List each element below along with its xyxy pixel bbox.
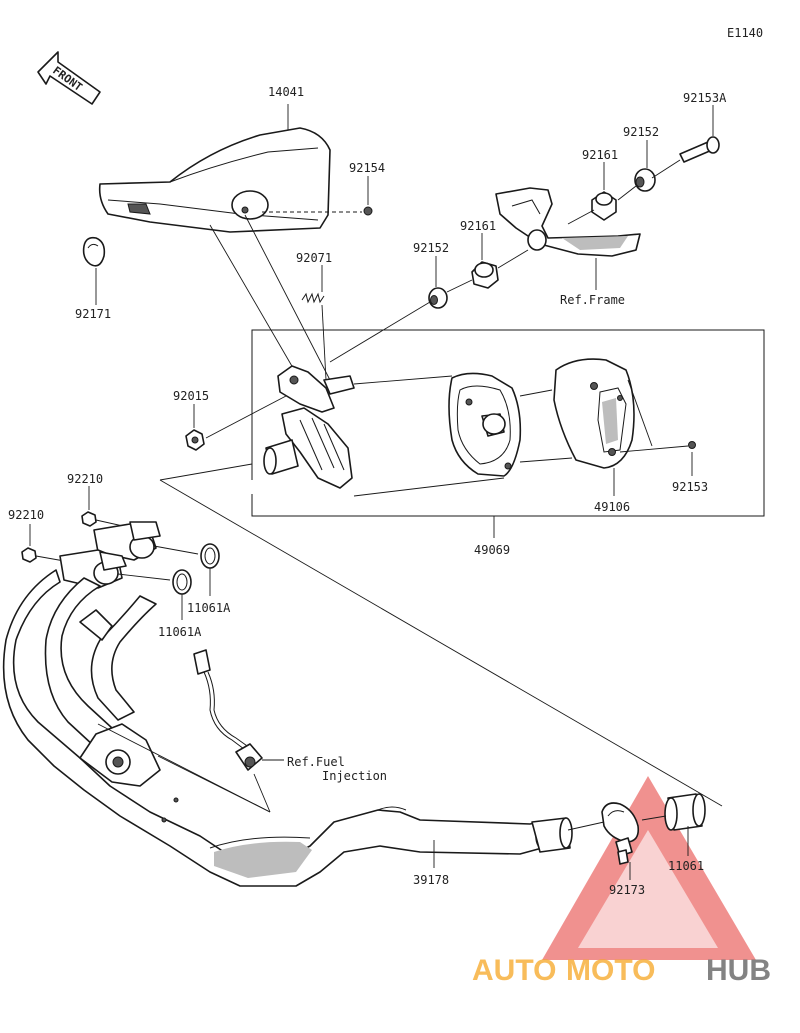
watermark-moto: MOTO [566,954,655,987]
label-92015: 92015 [173,389,209,403]
frame-bracket [495,187,641,290]
label-92071: 92071 [296,251,332,265]
nut-92210-upper [81,486,133,529]
diagram-code: E1140 [727,26,763,40]
label-49069: 49069 [474,543,510,557]
label-92152-left: 92152 [413,241,449,255]
watermark-hub: HUB [706,954,771,987]
exhaust-pipe-39178 [2,569,573,887]
gasket-11061A-upper [200,543,220,596]
label-92153: 92153 [672,480,708,494]
label-49106: 49106 [594,500,630,514]
gasket-11061A-lower [172,569,192,620]
label-92210-upper: 92210 [67,472,103,486]
watermark-text: AUTO MOTO HUB [472,954,771,987]
label-92152-right: 92152 [623,125,659,139]
collar-92161-left [471,233,499,289]
label-92173: 92173 [609,883,645,897]
label-14041: 14041 [268,85,304,99]
ref-fuel-line2: Injection [322,769,387,783]
label-92161-left: 92161 [460,219,496,233]
ref-frame-label: Ref.Frame [560,293,625,307]
nut-92015 [185,395,287,451]
muffler-bracket [263,365,355,489]
watermark-logo [542,776,756,960]
label-92210-lower: 92210 [8,508,44,522]
bolt-92153A [679,105,720,163]
label-39178: 39178 [413,873,449,887]
muffler-assembly-box [251,329,765,538]
header-flange-lower [59,549,171,589]
washer-92152-right [634,140,656,192]
muffler-body [448,372,522,477]
label-92161-right: 92161 [582,148,618,162]
collar-92161-right [591,162,617,221]
label-11061A-lower: 11061A [158,625,202,639]
front-arrow-icon: FRONT [37,51,101,105]
label-92154: 92154 [349,161,385,175]
ref-fuel-line1: Ref.Fuel [287,755,345,769]
nut-92210-lower [21,524,71,563]
muffler-cover-49106 [553,358,689,496]
label-92153A: 92153A [683,91,727,105]
washer-92152-left [428,256,448,309]
gasket-11061 [641,793,706,856]
spring-92071 [301,265,327,381]
screw-92154 [363,176,373,216]
label-92171: 92171 [75,307,111,321]
oxygen-sensor [97,649,284,813]
watermark-auto: AUTO [472,954,556,987]
label-11061: 11061 [668,859,704,873]
screw-92153 [688,441,696,476]
heat-guard-14041 [98,104,362,233]
label-11061A-upper: 11061A [187,601,231,615]
clamp-92173 [567,802,640,880]
clamp-92171 [82,236,106,305]
